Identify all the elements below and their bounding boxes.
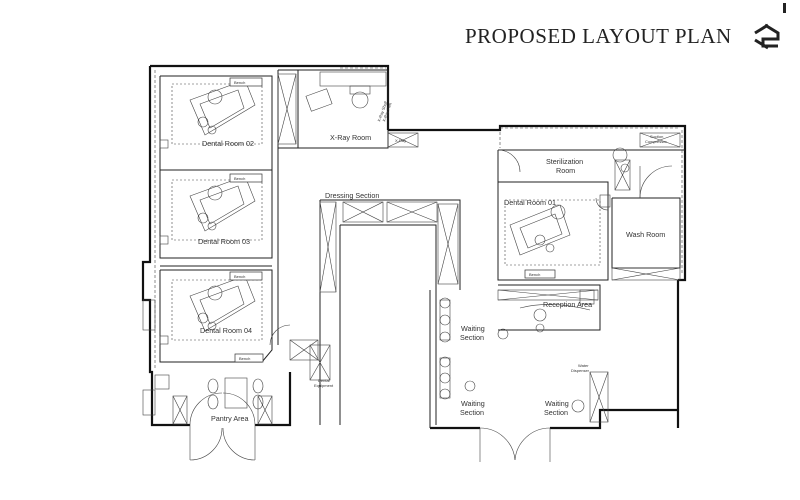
label-sterilization: Sterilization (546, 157, 583, 166)
plan-title: PROPOSED LAYOUT PLAN (465, 24, 732, 48)
bench-label-04b: Bench (239, 356, 250, 361)
label-reception-area: Reception Area (543, 300, 592, 309)
bench-label-04a: Bench (234, 274, 245, 279)
wall-hatching (154, 67, 683, 370)
label-dressing-section: Dressing Section (325, 191, 379, 200)
label-sterilization-room: Room (556, 166, 575, 175)
label-waiting-c-1: Waiting (545, 399, 569, 408)
dental-chair-04 (171, 275, 263, 341)
label-dental-room-01: Dental Room 01 (504, 198, 556, 207)
bench-label-01: Bench (529, 272, 540, 277)
cabinets (172, 73, 681, 425)
label-waiting-a-1: Waiting (461, 324, 485, 333)
bench-label-03: Bench (234, 176, 245, 181)
waiting-chairs (439, 297, 585, 413)
label-waiting-a-2: Section (460, 333, 484, 342)
label-water: Water (578, 363, 589, 368)
bench-label-02: Bench (234, 80, 245, 85)
x-ray-machine (305, 71, 387, 112)
note-xray-shelf-2: X-Ray Film (381, 101, 393, 122)
benches (229, 77, 556, 363)
exterior-walls (141, 64, 687, 430)
note-xray-ctrl: X-Ray (395, 138, 406, 143)
label-dental-room-02: Dental Room 02 (202, 139, 254, 148)
label-waiting-b-1: Waiting (461, 399, 485, 408)
reception-desk (519, 147, 630, 333)
s-monogram-logo (754, 3, 786, 50)
dental-chair-02 (171, 79, 263, 145)
label-x-ray-room: X-Ray Room (330, 133, 371, 142)
label-waiting-b-2: Section (460, 408, 484, 417)
label-dispenser: Dispenser (571, 368, 590, 373)
note-store-2: Equipment (314, 383, 334, 388)
doors (189, 149, 673, 462)
misc-fixtures (142, 139, 611, 416)
label-pantry-area: Pantry Area (211, 414, 249, 423)
dental-chair-01 (504, 199, 601, 266)
dental-chair-03 (171, 175, 263, 241)
label-waiting-c-2: Section (544, 408, 568, 417)
label-dental-room-04: Dental Room 04 (200, 326, 252, 335)
label-dental-room-03: Dental Room 03 (198, 237, 250, 246)
note-store-1: Dental (318, 378, 330, 383)
note-suction: Suction (650, 134, 663, 139)
note-compressor: Compressor (645, 139, 667, 144)
label-wash-room: Wash Room (626, 230, 665, 239)
